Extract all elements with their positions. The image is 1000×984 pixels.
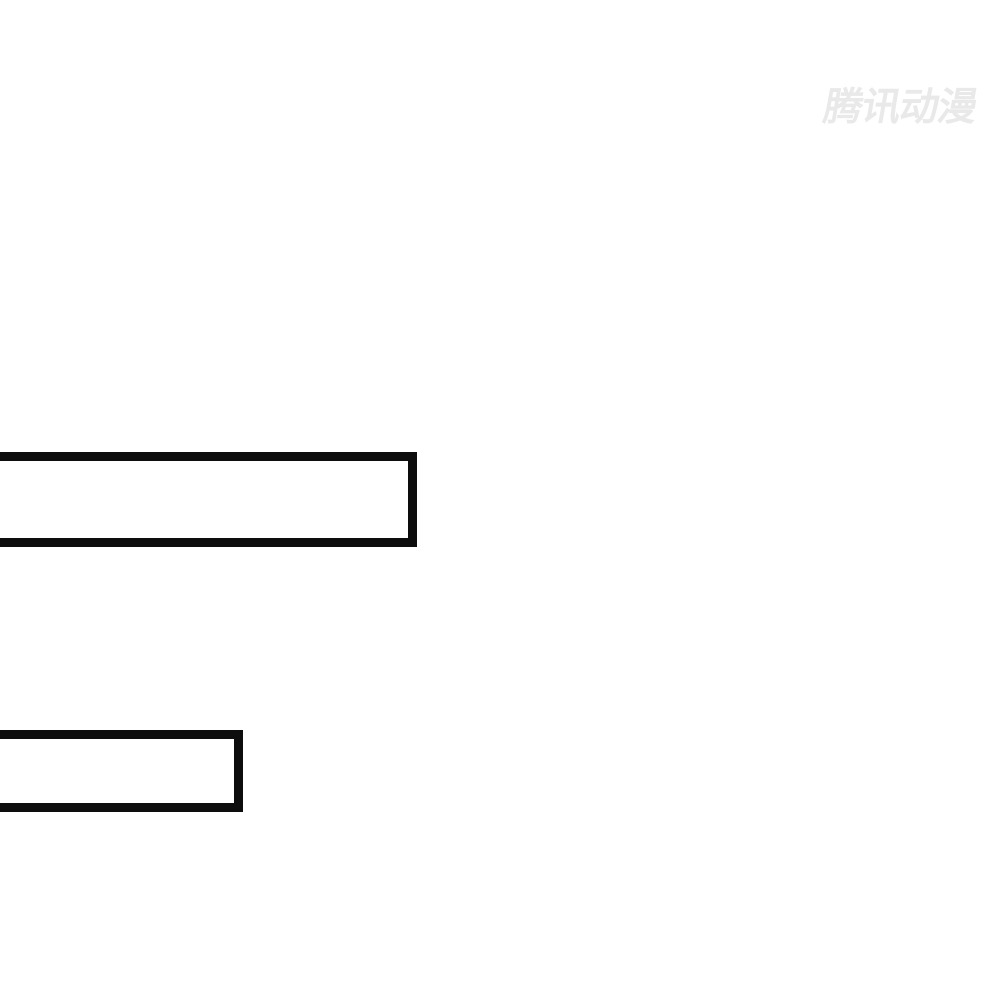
tencent-comics-watermark: 腾讯动漫: [820, 86, 980, 129]
speech-box-top: [0, 452, 417, 547]
speech-box-bottom: [0, 730, 243, 812]
